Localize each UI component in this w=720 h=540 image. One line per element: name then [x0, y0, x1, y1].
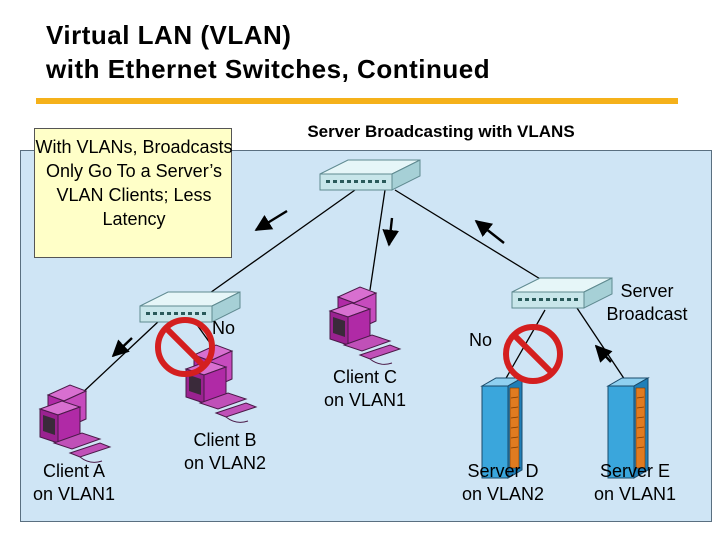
client-b-vlan: on VLAN2	[183, 453, 267, 473]
server-e-name: Server E	[599, 461, 671, 481]
server-broadcast-line-1: Server	[620, 281, 674, 301]
broadcast-arrows	[111, 209, 613, 363]
callout-text: With VLANs, Broadcasts Only Go To a Serv…	[35, 137, 233, 229]
client-c-computer-icon	[329, 286, 401, 365]
no-label-right: No	[469, 330, 493, 350]
server-broadcast-label: Server Broadcast	[592, 280, 702, 326]
server-d-label: Server D on VLAN2	[448, 460, 558, 506]
client-a-label: Client A on VLAN1	[26, 460, 122, 506]
client-b-label: Client B on VLAN2	[170, 429, 280, 475]
server-broadcast-line-2: Broadcast	[606, 304, 688, 324]
no-label-left: No	[212, 318, 236, 338]
page-title-line-2: with Ethernet Switches, Continued	[46, 54, 491, 84]
callout-box: With VLANs, Broadcasts Only Go To a Serv…	[34, 128, 233, 258]
client-c-vlan: on VLAN1	[323, 390, 407, 410]
server-e-label: Server E on VLAN1	[580, 460, 690, 506]
title-divider	[36, 98, 678, 104]
client-c-name: Client C	[332, 367, 398, 387]
diagram-header: Server Broadcasting with VLANS	[307, 122, 575, 141]
blocked-right-icon	[506, 327, 560, 381]
server-d-name: Server D	[467, 461, 539, 481]
page-title-line-1: Virtual LAN (VLAN)	[46, 20, 292, 50]
client-a-name: Client A	[42, 461, 106, 481]
client-a-vlan: on VLAN1	[32, 484, 116, 504]
client-c-label: Client C on VLAN1	[310, 366, 420, 412]
server-e-vlan: on VLAN1	[593, 484, 677, 504]
blocked-left-icon	[158, 320, 212, 374]
client-b-name: Client B	[193, 430, 257, 450]
server-d-vlan: on VLAN2	[461, 484, 545, 504]
top-switch-icon	[319, 159, 421, 191]
client-a-computer-icon	[39, 384, 111, 463]
